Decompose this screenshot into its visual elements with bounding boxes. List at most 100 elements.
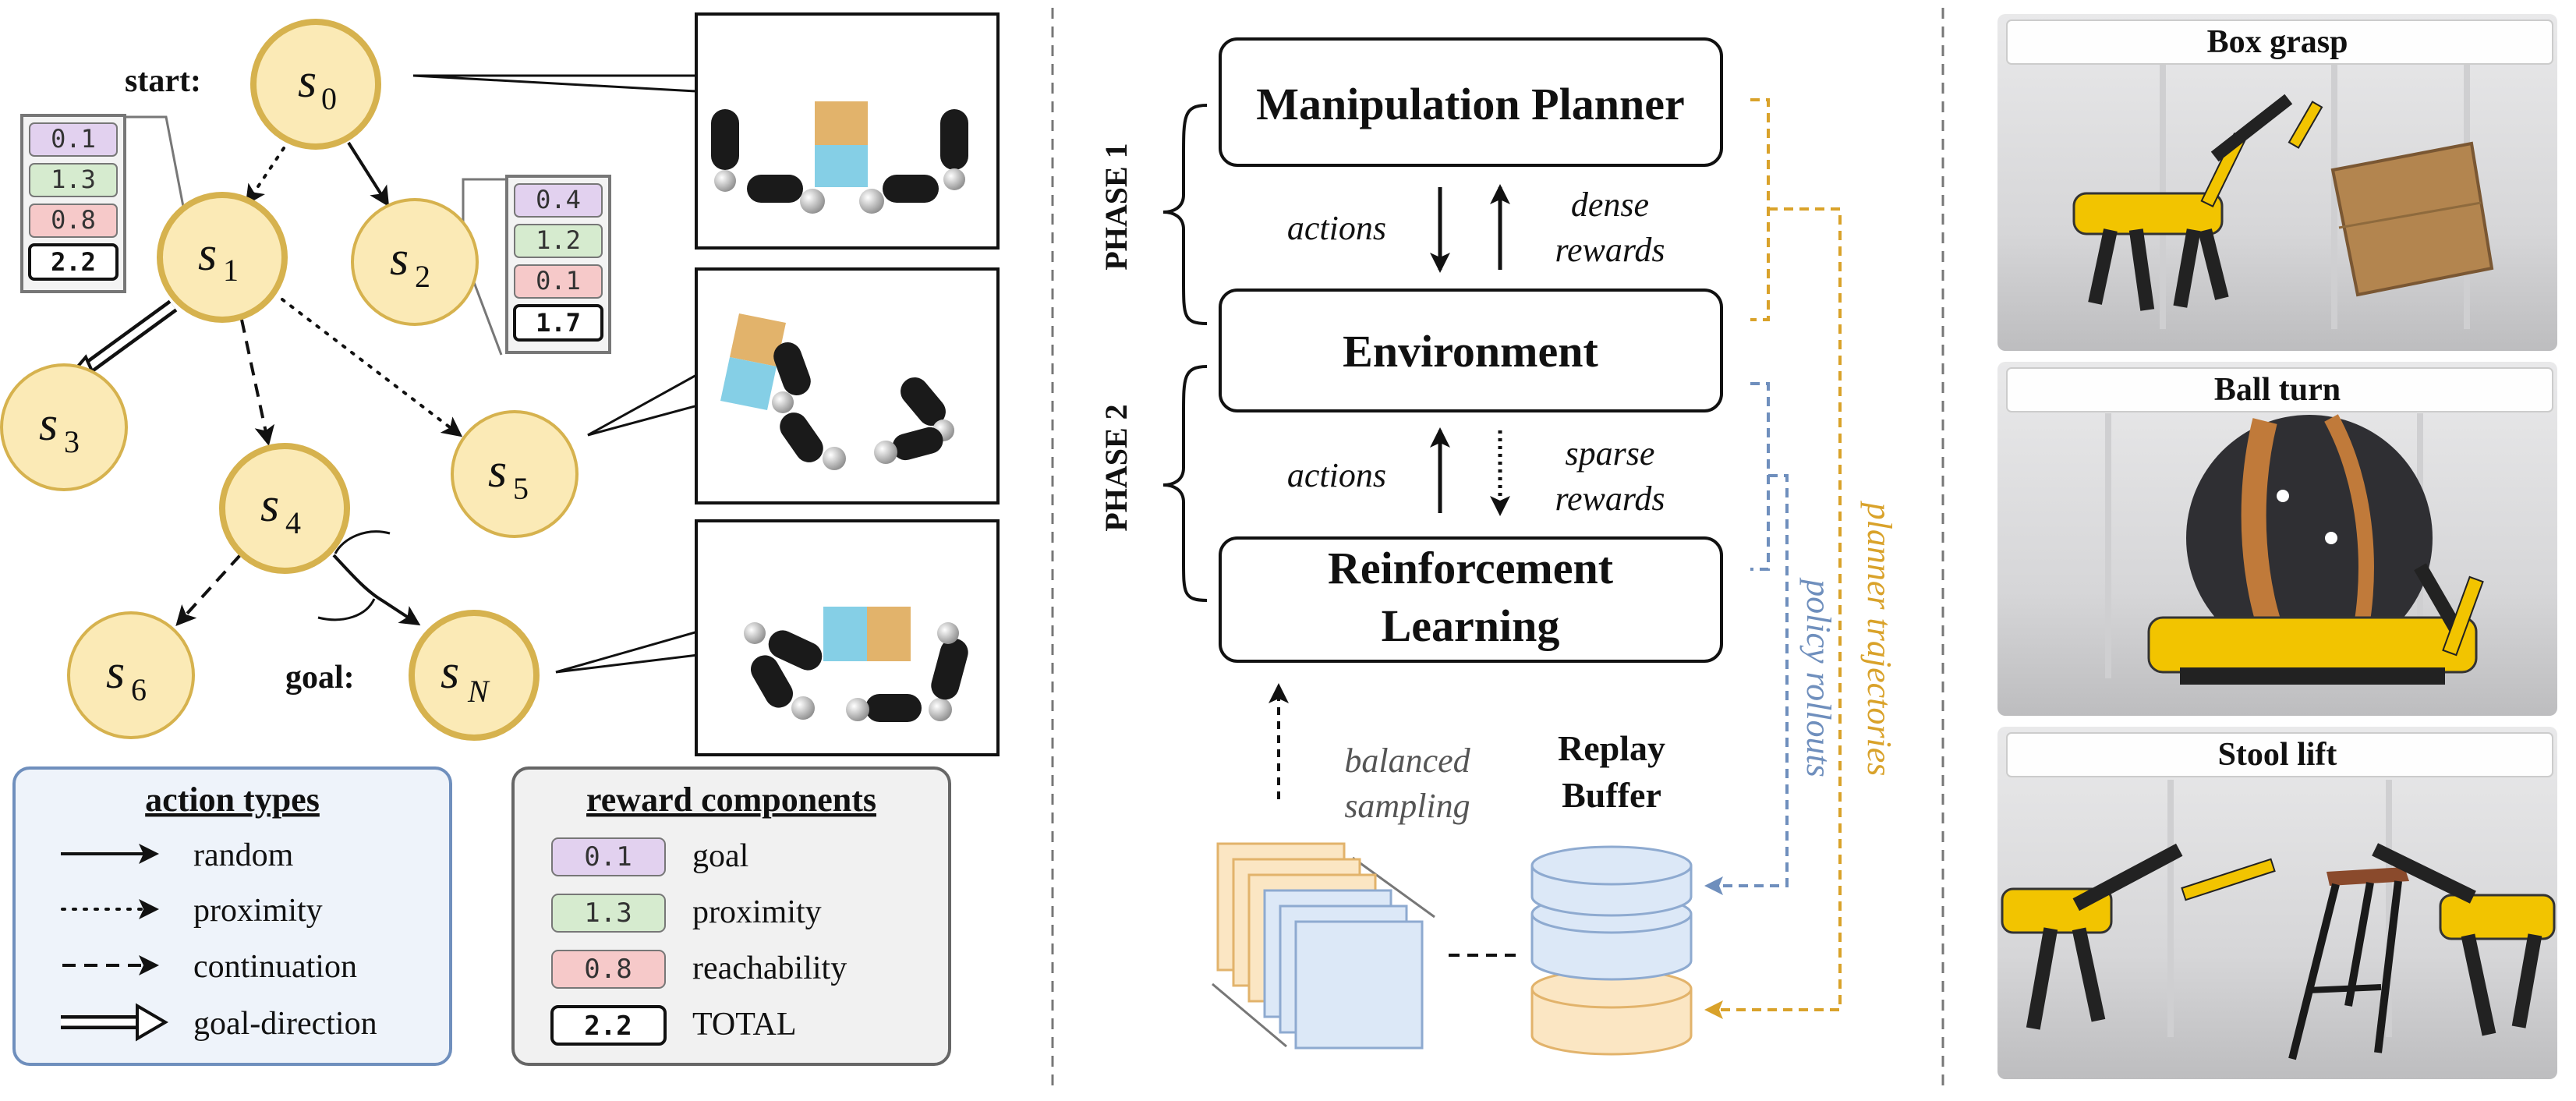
- edge-s4-s6-continuation: [175, 554, 242, 626]
- cube-blue-face: [815, 145, 868, 187]
- svg-text:s: s: [441, 646, 459, 699]
- callout-s0: [412, 74, 698, 93]
- hardware-photos: Box grasp Ball turn: [1997, 14, 2557, 1079]
- node-s4: s 4: [219, 443, 350, 574]
- svg-text:s: s: [198, 228, 217, 281]
- replay-label-line1: Replay: [1558, 728, 1665, 768]
- score-connector-s2: [462, 178, 507, 356]
- score-connector-s1: [124, 115, 186, 211]
- sparse-label-line2: rewards: [1555, 480, 1665, 518]
- cube-tan-face: [815, 101, 868, 145]
- reward-components-legend: reward components 0.1 goal 1.3 proximity…: [511, 766, 951, 1066]
- node-s5: s 5: [451, 410, 579, 538]
- edge-s4-sn-random: [332, 554, 421, 626]
- node-s1: s 1: [157, 192, 288, 323]
- legend-random-label: random: [193, 837, 294, 873]
- rl-label-line1: Reinforcement: [1328, 543, 1614, 593]
- search-tree: s 0 start: s 1 s 2 s 3 s 4 s 5: [0, 12, 1000, 1066]
- spot-robot-body: [2147, 616, 2478, 674]
- state-render-s5: [695, 267, 1000, 504]
- score-proximity-badge: [29, 163, 118, 197]
- svg-text:s: s: [488, 444, 507, 497]
- svg-text:6: 6: [131, 672, 147, 707]
- score-proximity-badge: [514, 224, 603, 258]
- replay-buffer-cylinder: [1530, 845, 1693, 1056]
- svg-text:1: 1: [223, 253, 239, 288]
- node-s0: s 0: [250, 19, 381, 150]
- sparse-label-line1: sparse: [1566, 434, 1655, 473]
- phase-1-label: PHASE 1: [1099, 143, 1134, 270]
- svg-text:s: s: [106, 646, 125, 699]
- score-total-badge: [28, 243, 119, 281]
- photo-stool-lift: Stool lift: [1997, 727, 2557, 1079]
- reward-reachability-badge: 0.8: [584, 954, 632, 985]
- edge-break-mark-bottom: [317, 598, 376, 621]
- goal-label: goal:: [285, 660, 355, 696]
- photo-box-grasp: Box grasp: [1997, 14, 2557, 351]
- photo-ball-turn: Ball turn: [1997, 362, 2557, 716]
- svg-text:0.4: 0.4: [536, 185, 581, 214]
- planner-trajectories-label: planner trajectories: [1860, 501, 1898, 777]
- reward-goal-badge: 0.1: [584, 841, 632, 873]
- callout-sn: [555, 630, 699, 674]
- callout-s5: [587, 372, 699, 437]
- photo-stool-lift-caption: Stool lift: [2218, 737, 2337, 773]
- spot-robot-right: [2439, 894, 2556, 940]
- balanced-label-line1: balanced: [1344, 742, 1470, 780]
- state-render-s0: [695, 12, 1000, 250]
- node-s3: s 3: [0, 363, 128, 491]
- edge-s1-s5-proximity: [281, 298, 463, 437]
- legend-proximity-label: proximity: [193, 893, 323, 929]
- manipulation-planner-box: Manipulation Planner: [1219, 37, 1723, 167]
- score-goal-badge: [514, 183, 603, 218]
- replay-label-line2: Buffer: [1562, 775, 1661, 815]
- score-total-badge: [513, 304, 603, 342]
- score-card-s1: 0.1 1.3 0.8 2.2: [20, 114, 126, 293]
- phase-2-brace: [1162, 365, 1208, 602]
- action-legend-title: action types: [145, 781, 320, 819]
- svg-text:4: 4: [285, 505, 301, 540]
- edge-s0-s2-random: [347, 141, 390, 207]
- phase-2-label: PHASE 2: [1099, 404, 1134, 531]
- node-sn: s N: [409, 610, 540, 741]
- score-card-s2: 0.4 1.2 0.1 1.7: [505, 175, 611, 354]
- phase-1-bracket: [1750, 98, 1770, 321]
- photo-ball-turn-caption: Ball turn: [2214, 372, 2341, 408]
- environment-box: Environment: [1219, 289, 1723, 412]
- svg-text:2: 2: [415, 259, 430, 294]
- rl-label-line2: Learning: [1382, 600, 1560, 651]
- svg-text:5: 5: [513, 471, 529, 506]
- node-s2: s 2: [351, 198, 479, 326]
- stool-seat: [2327, 867, 2409, 886]
- score-reachability-badge: [29, 204, 118, 238]
- svg-text:1.2: 1.2: [536, 225, 581, 255]
- legend-goal-direction-label: goal-direction: [193, 1006, 377, 1042]
- svg-text:0: 0: [321, 81, 337, 116]
- cardboard-box: [2330, 141, 2494, 297]
- stool-leg: [2288, 883, 2340, 1060]
- actions-label-phase1: actions: [1287, 209, 1386, 247]
- reward-reachability-label: reachability: [692, 951, 847, 986]
- svg-text:0.8: 0.8: [51, 205, 96, 235]
- score-reachability-badge: [514, 264, 603, 299]
- state-render-sn: [695, 519, 1000, 756]
- edge-s0-s1-proximity: [245, 147, 285, 206]
- balanced-label-line2: sampling: [1344, 787, 1470, 825]
- reward-goal-label: goal: [692, 838, 748, 874]
- svg-text:s: s: [298, 55, 317, 108]
- legend-continuation-label: continuation: [193, 949, 357, 985]
- reinforcement-learning-box: Reinforcement Learning: [1219, 536, 1723, 663]
- planner-trajectories-flow: [1704, 207, 1842, 1019]
- reward-proximity-badge: 1.3: [584, 897, 632, 929]
- score-goal-badge: [29, 122, 118, 157]
- reward-total-label: TOTAL: [692, 1007, 797, 1043]
- svg-text:0.1: 0.1: [51, 124, 96, 154]
- edge-break-mark-top: [334, 530, 391, 554]
- reward-legend-title: reward components: [586, 781, 876, 819]
- svg-text:s: s: [39, 398, 58, 451]
- action-types-legend: action types random proximity continuati…: [12, 766, 452, 1066]
- reward-proximity-label: proximity: [692, 894, 822, 930]
- planner-label: Manipulation Planner: [1256, 79, 1684, 129]
- start-label: start:: [125, 63, 201, 99]
